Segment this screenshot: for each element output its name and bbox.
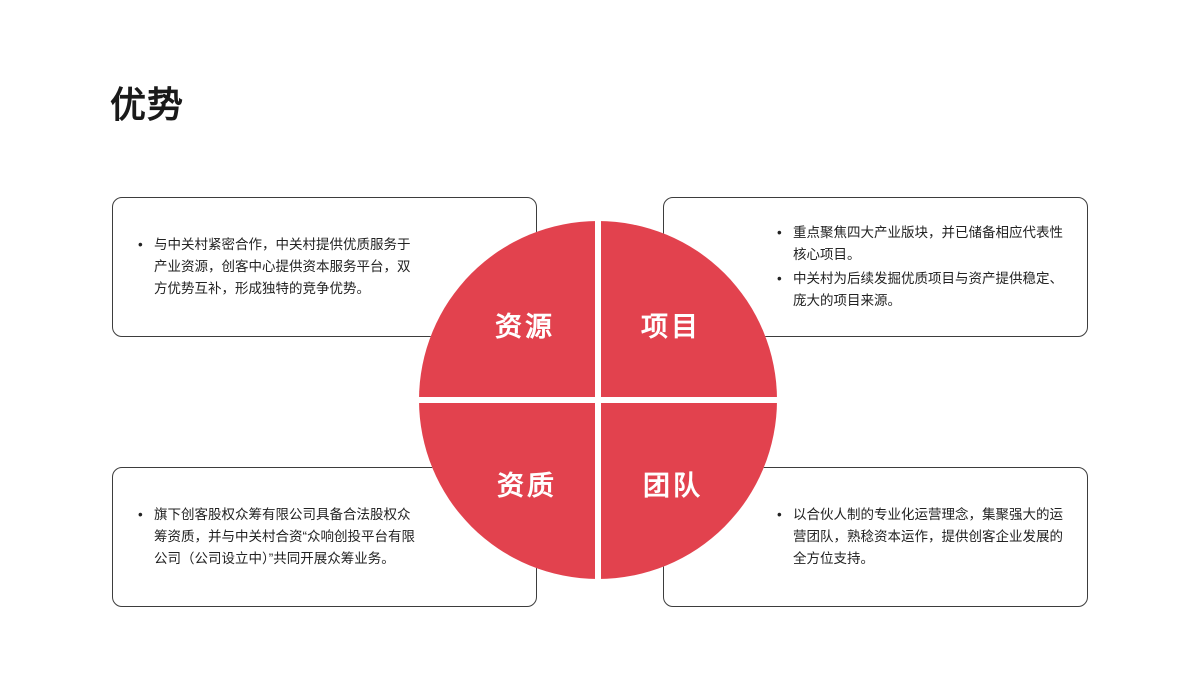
bullet-list: 重点聚焦四大产业版块，并已储备相应代表性核心项目。 中关村为后续发掘优质项目与资…	[776, 222, 1069, 312]
callout-box-projects: 重点聚焦四大产业版块，并已储备相应代表性核心项目。 中关村为后续发掘优质项目与资…	[663, 197, 1088, 337]
bullet-list: 旗下创客股权众筹有限公司具备合法股权众筹资质，并与中关村合资“众响创投平台有限公…	[137, 504, 418, 570]
quadrant-label-projects: 项目	[641, 311, 701, 342]
bullet-list: 与中关村紧密合作，中关村提供优质服务于产业资源，创客中心提供资本服务平台，双方优…	[137, 234, 418, 300]
quadrant-circle: 资源 项目 资质 团队	[419, 221, 777, 579]
bullet-item: 以合伙人制的专业化运营理念，集聚强大的运营团队，熟稔资本运作，提供创客企业发展的…	[776, 504, 1069, 570]
bullet-item: 中关村为后续发掘优质项目与资产提供稳定、庞大的项目来源。	[776, 268, 1069, 312]
bullet-list: 以合伙人制的专业化运营理念，集聚强大的运营团队，熟稔资本运作，提供创客企业发展的…	[776, 504, 1069, 570]
quadrant-label-resources: 资源	[495, 311, 555, 342]
page-title: 优势	[110, 84, 185, 125]
bullet-item: 重点聚焦四大产业版块，并已储备相应代表性核心项目。	[776, 222, 1069, 266]
callout-box-resources: 与中关村紧密合作，中关村提供优质服务于产业资源，创客中心提供资本服务平台，双方优…	[112, 197, 537, 337]
quadrant-top-right: 项目	[601, 221, 777, 397]
quadrant-label-qualifications: 资质	[497, 470, 557, 501]
quadrant-label-team: 团队	[643, 470, 703, 501]
bullet-item: 旗下创客股权众筹有限公司具备合法股权众筹资质，并与中关村合资“众响创投平台有限公…	[137, 504, 418, 570]
bullet-item: 与中关村紧密合作，中关村提供优质服务于产业资源，创客中心提供资本服务平台，双方优…	[137, 234, 418, 300]
